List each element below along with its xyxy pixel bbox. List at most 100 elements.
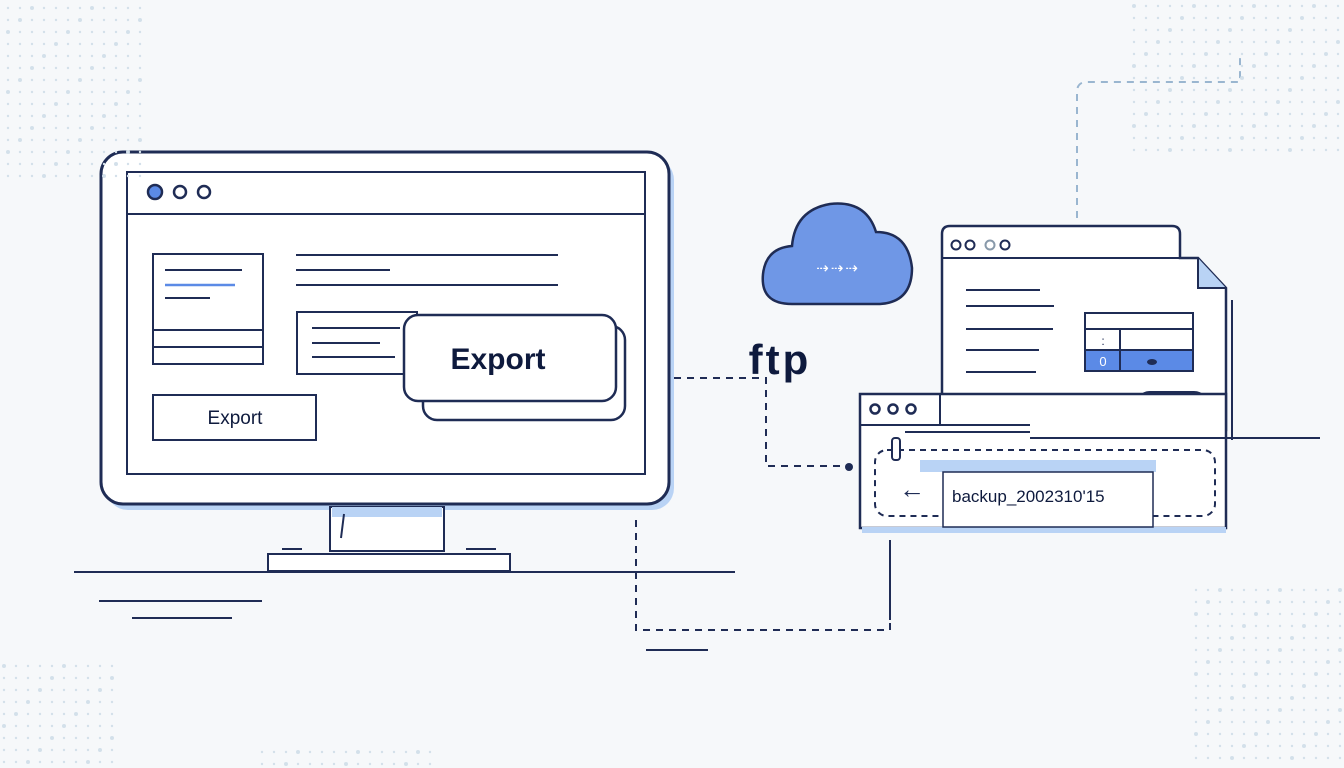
decorative-dot: [90, 102, 94, 106]
decorative-dot: [284, 762, 288, 766]
decorative-dot: [1242, 756, 1246, 760]
decorative-dot: [1204, 52, 1208, 56]
decorative-dot: [98, 736, 102, 740]
decorative-dot: [1252, 28, 1256, 32]
back-arrow-icon[interactable]: ←: [899, 474, 925, 504]
decorative-dot: [1144, 88, 1148, 92]
decorative-dot: [1228, 40, 1232, 44]
decorative-dot: [26, 676, 30, 680]
decorative-dot: [1218, 612, 1222, 616]
decorative-dot: [1228, 136, 1232, 140]
decorative-dot: [1180, 4, 1184, 8]
decorative-dot: [126, 6, 130, 10]
decorative-dot: [1300, 64, 1304, 68]
decorative-dot: [1228, 148, 1232, 152]
decorative-dot: [1278, 756, 1282, 760]
decorative-dot: [1218, 684, 1222, 688]
decorative-dot: [54, 174, 58, 178]
decorative-dot: [1314, 696, 1318, 700]
decorative-dot: [1228, 76, 1232, 80]
decorative-dot: [308, 762, 312, 766]
decorative-dot: [102, 174, 106, 178]
export-button[interactable]: Export: [152, 394, 317, 441]
decorative-dot: [1302, 624, 1306, 628]
decorative-dot: [30, 18, 34, 22]
decorative-dot: [1324, 4, 1328, 8]
decorative-dot: [42, 90, 46, 94]
decorative-dot: [1144, 148, 1148, 152]
decorative-dot: [1206, 696, 1210, 700]
decorative-dot: [98, 664, 102, 668]
decorative-dot: [50, 748, 54, 752]
decorative-dot: [1228, 64, 1232, 68]
decorative-dot: [1300, 28, 1304, 32]
decorative-dot: [62, 724, 66, 728]
decorative-dot: [1216, 136, 1220, 140]
decorative-dot: [86, 736, 90, 740]
decorative-dot: [30, 126, 34, 130]
decorative-dot: [1266, 744, 1270, 748]
decorative-dot: [1252, 112, 1256, 116]
decorative-dot: [1194, 588, 1198, 592]
decorative-dot: [1312, 40, 1316, 44]
decorative-dot: [50, 688, 54, 692]
decorative-dot: [66, 126, 70, 130]
decorative-dot: [62, 712, 66, 716]
decorative-dot: [1252, 136, 1256, 140]
decorative-dot: [1312, 148, 1316, 152]
decorative-dot: [1326, 684, 1330, 688]
decorative-dot: [1326, 672, 1330, 676]
decorative-dot: [1242, 708, 1246, 712]
decorative-dot: [1132, 136, 1136, 140]
decorative-dot: [42, 42, 46, 46]
decorative-dot: [110, 724, 114, 728]
window-dot-icon: [172, 184, 188, 200]
decorative-dot: [78, 162, 82, 166]
decorative-dot: [1228, 52, 1232, 56]
decorative-dot: [1230, 756, 1234, 760]
decorative-dot: [1312, 76, 1316, 80]
decorative-dot: [1230, 672, 1234, 676]
decorative-dot: [1240, 148, 1244, 152]
decorative-dot: [18, 18, 22, 22]
decorative-dot: [1252, 4, 1256, 8]
decorative-dot: [1252, 64, 1256, 68]
decorative-dot: [1288, 136, 1292, 140]
decorative-dot: [1300, 100, 1304, 104]
decorative-dot: [90, 150, 94, 154]
monitor: Export Export: [74, 150, 735, 619]
window-dot-icon: [146, 183, 164, 201]
decorative-dot: [102, 90, 106, 94]
decorative-dot: [1240, 52, 1244, 56]
decorative-dot: [1216, 64, 1220, 68]
decorative-dot: [18, 54, 22, 58]
decorative-dot: [1156, 28, 1160, 32]
decorative-dot: [1266, 588, 1270, 592]
decorative-dot: [18, 174, 22, 178]
decorative-dot: [1194, 744, 1198, 748]
decorative-dot: [50, 712, 54, 716]
decorative-dot: [1302, 696, 1306, 700]
decorative-dot: [30, 114, 34, 118]
decorative-dot: [110, 664, 114, 668]
decorative-dot: [1290, 732, 1294, 736]
file-chip[interactable]: backup_2002310'15: [942, 471, 1154, 528]
decorative-dot: [30, 66, 34, 70]
decorative-dot: [54, 150, 58, 154]
decorative-dot: [98, 688, 102, 692]
decorative-dot: [1180, 148, 1184, 152]
decorative-dot: [1312, 52, 1316, 56]
decorative-dot: [1240, 28, 1244, 32]
decorative-dot: [66, 162, 70, 166]
export-callout[interactable]: Export: [402, 313, 627, 422]
decorative-dot: [1300, 148, 1304, 152]
decorative-dot: [356, 750, 360, 754]
decorative-dot: [1264, 124, 1268, 128]
decorative-dot: [86, 724, 90, 728]
decorative-dot: [1288, 100, 1292, 104]
decorative-dot: [1264, 76, 1268, 80]
decorative-dot: [1252, 40, 1256, 44]
decorative-dot: [74, 724, 78, 728]
decorative-dot: [126, 90, 130, 94]
decorative-dot: [1230, 648, 1234, 652]
